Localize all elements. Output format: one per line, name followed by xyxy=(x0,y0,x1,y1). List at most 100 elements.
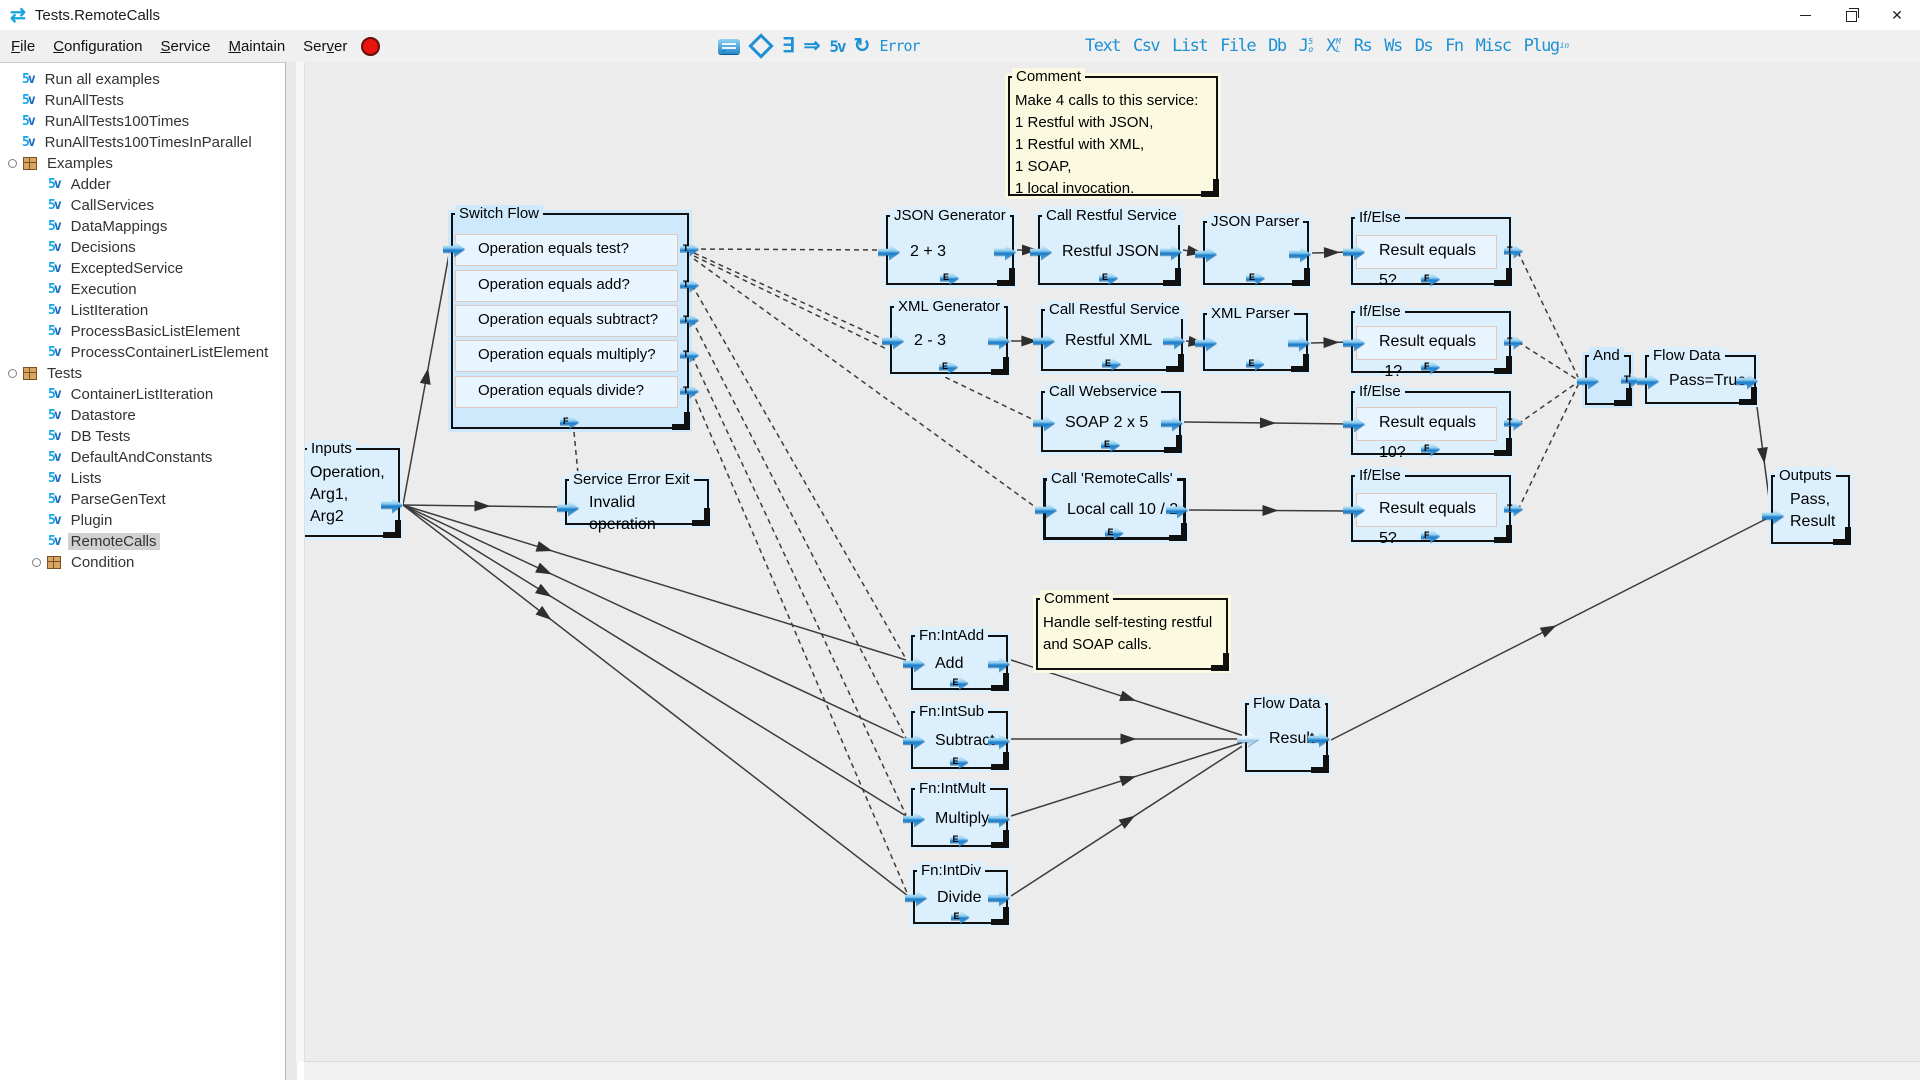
refresh-icon[interactable]: ↻ xyxy=(853,35,871,57)
error-exit-arrow[interactable]: E xyxy=(1101,438,1120,452)
input-port-arrow[interactable] xyxy=(1343,244,1365,260)
input-port-arrow[interactable] xyxy=(1033,333,1055,349)
input-port-arrow[interactable] xyxy=(905,890,927,906)
decision-diamond-icon[interactable] xyxy=(748,33,774,59)
input-port-arrow[interactable] xyxy=(1637,373,1659,389)
error-exit-arrow[interactable]: E xyxy=(950,676,969,690)
output-port-arrow[interactable] xyxy=(994,244,1016,260)
output-port-arrow[interactable] xyxy=(1163,333,1185,349)
palette-fn-icon[interactable]: Fn xyxy=(1445,35,1464,56)
output-port-arrow[interactable] xyxy=(1166,502,1188,518)
false-exit-arrow[interactable]: F xyxy=(560,415,579,429)
panel-splitter[interactable] xyxy=(285,62,297,1080)
error-exit-arrow[interactable]: E xyxy=(1246,271,1265,285)
output-port-arrow[interactable] xyxy=(381,497,403,513)
condition-row[interactable]: Result equals 10? xyxy=(1356,407,1497,461)
output-port-arrow[interactable] xyxy=(1289,246,1311,262)
output-port-arrow[interactable] xyxy=(1308,731,1330,747)
menu-maintain[interactable]: Maintain xyxy=(228,37,286,55)
error-exit-arrow[interactable]: E xyxy=(1102,357,1121,371)
sidebar-item-tests[interactable]: Tests xyxy=(0,363,285,384)
output-port-arrow[interactable] xyxy=(988,733,1010,749)
true-exit-arrow[interactable]: T xyxy=(680,278,699,292)
palette-ws-icon[interactable]: Ws xyxy=(1384,35,1403,56)
true-exit-arrow[interactable]: T xyxy=(1504,335,1523,349)
switch-case-row[interactable]: Operation equals test? xyxy=(455,234,678,266)
canvas-horizontal-scrollbar[interactable] xyxy=(304,1061,1920,1080)
palette-misc-icon[interactable]: Misc xyxy=(1475,35,1512,56)
switch-case-row[interactable]: Operation equals divide? xyxy=(455,376,678,408)
output-port-arrow[interactable] xyxy=(1288,335,1310,351)
input-port-arrow[interactable] xyxy=(1030,244,1052,260)
output-port-arrow[interactable] xyxy=(988,811,1010,827)
error-exit-arrow[interactable]: E xyxy=(951,910,970,924)
output-port-arrow[interactable] xyxy=(988,890,1010,906)
true-exit-arrow[interactable]: T xyxy=(680,384,699,398)
run-arrow-icon[interactable]: ⇒ xyxy=(803,35,821,57)
input-port-arrow[interactable] xyxy=(1343,335,1365,351)
restore-button[interactable] xyxy=(1828,0,1874,30)
true-exit-arrow[interactable]: T xyxy=(1504,244,1523,258)
tree-expander-icon[interactable] xyxy=(8,159,17,168)
palette-file-icon[interactable]: File xyxy=(1220,35,1256,56)
error-exit-arrow[interactable]: E xyxy=(939,360,958,374)
output-port-arrow[interactable] xyxy=(988,333,1010,349)
input-port-arrow[interactable] xyxy=(1195,246,1217,262)
menu-configuration[interactable]: Configuration xyxy=(53,37,143,55)
error-exit-arrow[interactable]: E xyxy=(1099,271,1118,285)
true-exit-arrow[interactable]: T xyxy=(1504,416,1523,430)
input-port-arrow[interactable] xyxy=(1762,508,1784,524)
minimize-button[interactable] xyxy=(1782,0,1828,30)
switch-case-row[interactable]: Operation equals subtract? xyxy=(455,305,678,337)
false-exit-arrow[interactable]: F xyxy=(1421,360,1440,374)
error-exit-arrow[interactable]: E xyxy=(950,755,969,769)
palette-csv-icon[interactable]: Csv xyxy=(1132,35,1161,56)
palette-db-icon[interactable]: Db xyxy=(1268,35,1287,56)
menu-server[interactable]: Server xyxy=(303,37,348,55)
false-exit-arrow[interactable]: F xyxy=(1421,442,1440,456)
false-exit-arrow[interactable]: F xyxy=(1421,272,1440,286)
condition-row[interactable]: Result equals 5? xyxy=(1356,235,1497,289)
close-button[interactable]: ✕ xyxy=(1891,7,1903,23)
input-port-arrow[interactable] xyxy=(878,244,900,260)
input-port-arrow[interactable] xyxy=(1343,416,1365,432)
palette-rs-icon[interactable]: Rs xyxy=(1353,35,1373,56)
true-exit-arrow[interactable]: T xyxy=(680,313,699,327)
error-exit-arrow[interactable]: E xyxy=(1246,357,1265,371)
